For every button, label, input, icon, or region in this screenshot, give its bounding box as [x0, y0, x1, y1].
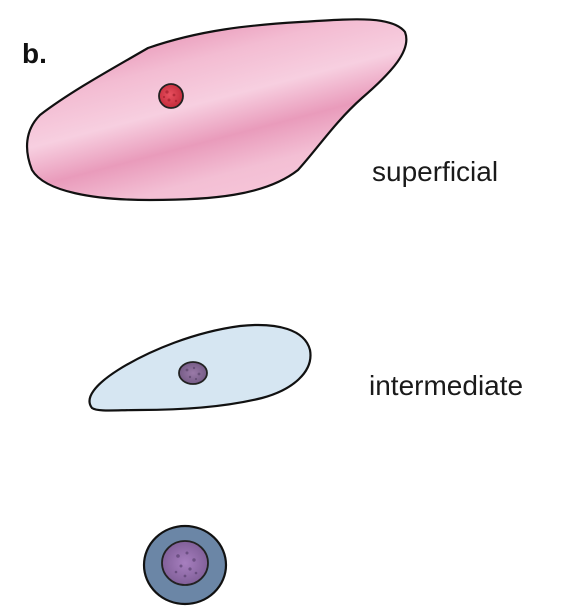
- superficial-cell: [27, 19, 406, 200]
- parabasal-nucleus: [162, 541, 208, 585]
- intermediate-label: intermediate: [369, 372, 523, 400]
- superficial-nucleus: [159, 84, 183, 108]
- panel-label: b.: [22, 40, 47, 68]
- superficial-cytoplasm: [27, 19, 406, 200]
- superficial-label: superficial: [372, 158, 498, 186]
- intermediate-nucleus: [179, 362, 207, 384]
- parabasal-cell: [144, 526, 226, 604]
- intermediate-cell: [90, 325, 311, 411]
